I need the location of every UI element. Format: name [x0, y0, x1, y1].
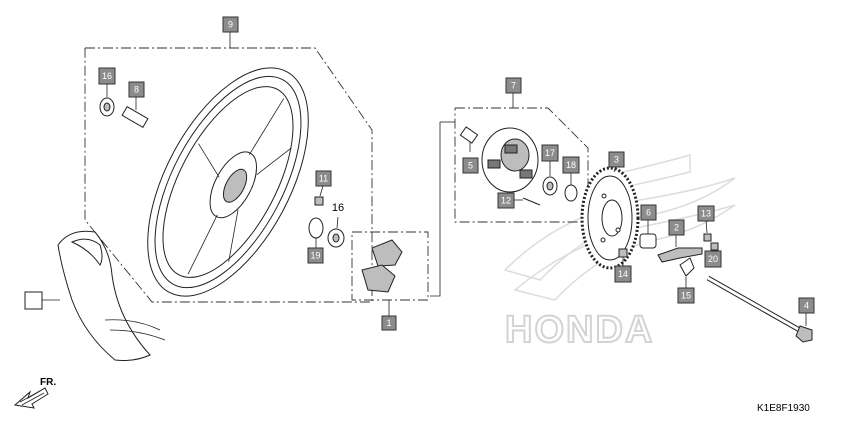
svg-text:18: 18	[566, 160, 576, 170]
callout-12[interactable]: 12	[497, 192, 515, 209]
o-ring-19	[308, 217, 324, 239]
diagram-code: K1E8F1930	[757, 403, 810, 414]
callout-11[interactable]: 11	[315, 170, 332, 187]
svg-text:3: 3	[614, 155, 619, 165]
svg-text:7: 7	[511, 81, 516, 91]
callout-18[interactable]: 18	[562, 156, 580, 174]
svg-text:4: 4	[804, 301, 809, 311]
svg-text:5: 5	[468, 161, 473, 171]
svg-text:16: 16	[102, 71, 112, 81]
callout-3[interactable]: 3	[608, 151, 625, 168]
flange-assembly	[481, 127, 539, 193]
rear-fender	[57, 230, 166, 361]
svg-text:2: 2	[674, 223, 679, 233]
bolt-11	[314, 196, 324, 206]
svg-text:15: 15	[681, 291, 691, 301]
collar-6	[639, 233, 657, 249]
callout-2[interactable]: 2	[668, 219, 685, 236]
callout-9[interactable]: 9	[222, 16, 239, 33]
callout-14[interactable]: 14	[614, 265, 632, 283]
nut-14	[618, 248, 628, 258]
sprocket-3	[580, 166, 640, 270]
honda-watermark: HONDA	[503, 154, 736, 352]
callout-20[interactable]: 20	[704, 250, 722, 268]
callout-7[interactable]: 7	[505, 77, 522, 94]
cast-wheel	[147, 67, 309, 297]
collar-5	[459, 126, 479, 144]
svg-text:6: 6	[646, 208, 651, 218]
seal-18	[564, 184, 578, 202]
collar-8	[121, 105, 149, 129]
callout-4[interactable]: 4	[798, 297, 815, 314]
svg-text:17: 17	[545, 148, 555, 158]
fr-label: FR.	[40, 377, 56, 388]
callout-8[interactable]: 8	[128, 81, 145, 98]
leader-flange-to-damper	[430, 122, 441, 297]
front-direction-arrow	[13, 387, 49, 409]
wheel-group-outline	[84, 47, 373, 303]
callout-16a[interactable]: 16	[98, 67, 116, 85]
washer-20	[710, 242, 719, 251]
damper-group-outline	[351, 231, 429, 301]
callout-15[interactable]: 15	[677, 287, 695, 304]
svg-text:14: 14	[618, 269, 628, 279]
svg-text:13: 13	[701, 209, 711, 219]
callout-6[interactable]: 6	[640, 204, 657, 221]
damper-rubbers-1	[361, 239, 403, 293]
plate-15	[679, 257, 695, 277]
callout-19[interactable]: 19	[307, 247, 324, 264]
axle-4	[706, 275, 813, 343]
flange-group-outline	[454, 107, 589, 223]
honda-wordmark: HONDA	[505, 309, 654, 351]
callout-17[interactable]: 17	[541, 144, 559, 162]
callout-13[interactable]: 13	[697, 205, 715, 222]
callout-1[interactable]: 1	[381, 315, 397, 331]
chain-adjuster-2	[657, 247, 703, 263]
svg-text:19: 19	[310, 251, 320, 261]
callout-5[interactable]: 5	[462, 157, 479, 174]
svg-text:20: 20	[708, 254, 718, 264]
svg-text:8: 8	[134, 85, 139, 95]
stud-12	[522, 197, 541, 206]
reference-box	[24, 291, 43, 310]
svg-text:12: 12	[501, 196, 511, 206]
svg-text:11: 11	[319, 174, 328, 184]
svg-text:9: 9	[228, 20, 233, 30]
svg-text:1: 1	[386, 318, 391, 328]
nut-13	[703, 233, 712, 242]
svg-text:16: 16	[332, 202, 344, 214]
callout-16b[interactable]: 16	[332, 202, 344, 214]
